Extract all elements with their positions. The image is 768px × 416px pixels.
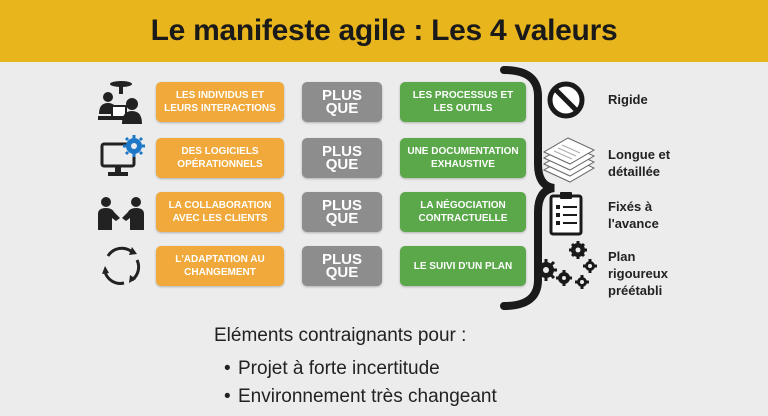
value-right-1: LES PROCESSUS ET LES OUTILS <box>400 82 526 122</box>
page-title: Le manifeste agile : Les 4 valeurs <box>150 14 618 47</box>
handshake-icon <box>96 190 146 236</box>
plus-que-3: PLUS QUE <box>302 192 382 232</box>
side-label-4: Plan rigoureux préétabli <box>608 249 668 298</box>
people-meeting-icon <box>96 80 146 126</box>
side-label-1: Rigide <box>608 92 648 107</box>
constraints-list: •Projet à forte incertitude •Environneme… <box>224 355 497 411</box>
value-right-3: LA NÉGOCIATION CONTRACTUELLE <box>400 192 526 232</box>
value-left-1: LES INDIVIDUS ET LEURS INTERACTIONS <box>156 82 284 122</box>
gears-icon <box>534 240 600 297</box>
value-right-2: UNE DOCUMENTATION EXHAUSTIVE <box>400 138 526 178</box>
value-right-4: LE SUIVI D'UN PLAN <box>400 246 526 286</box>
prohibited-icon <box>546 80 586 125</box>
value-left-4: L'ADAPTATION AU CHANGEMENT <box>156 246 284 286</box>
list-item: •Environnement très changeant <box>224 386 497 407</box>
plus-que-4: PLUS QUE <box>302 246 382 286</box>
checklist-icon <box>548 190 584 241</box>
side-label-2: Longue et détaillée <box>608 147 671 179</box>
value-left-2: DES LOGICIELS OPÉRATIONNELS <box>156 138 284 178</box>
header-banner: Le manifeste agile : Les 4 valeurs <box>0 0 768 62</box>
plus-que-2: PLUS QUE <box>302 138 382 178</box>
constraints-lead: Eléments contraignants pour : <box>214 325 467 346</box>
computer-gear-icon <box>96 134 146 180</box>
cycle-arrows-icon <box>96 242 146 288</box>
value-left-3: LA COLLABORATION AVEC LES CLIENTS <box>156 192 284 232</box>
list-item: •Projet à forte incertitude <box>224 358 440 379</box>
curly-brace <box>498 66 558 315</box>
plus-que-1: PLUS QUE <box>302 82 382 122</box>
side-label-3: Fixés à l'avance <box>608 199 659 231</box>
document-stack-icon <box>540 134 596 189</box>
